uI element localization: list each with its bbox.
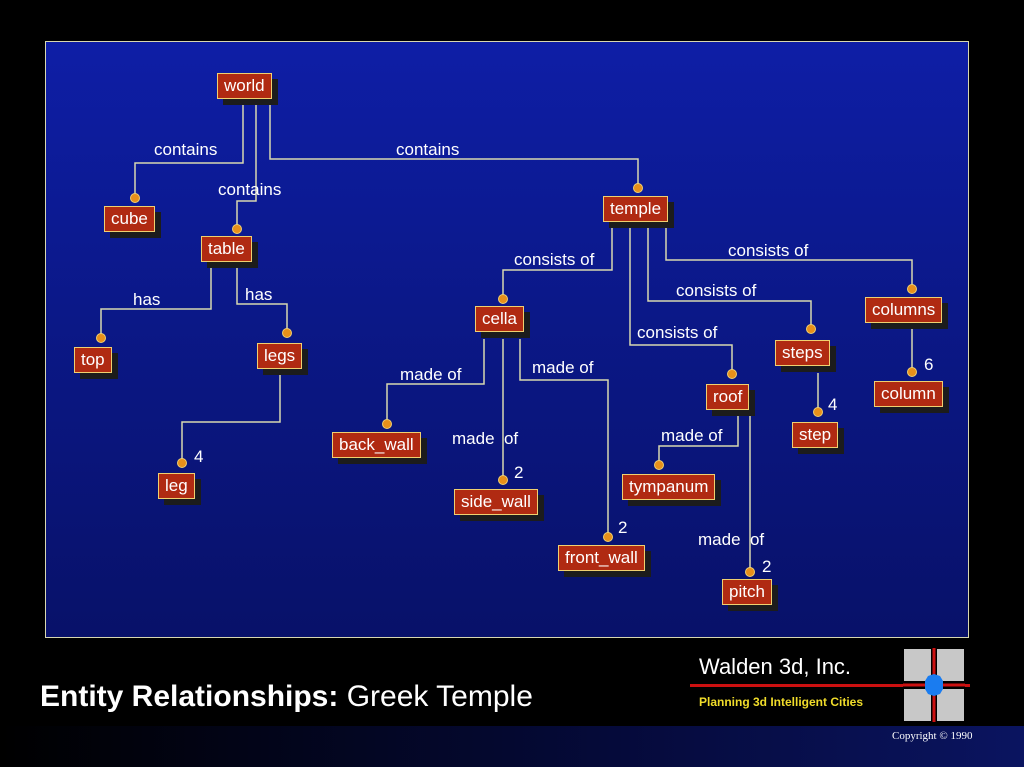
slide-title-bold: Entity Relationships: — [40, 680, 339, 713]
connector-dot-table — [232, 224, 242, 234]
slide-title: Entity Relationships: Greek Temple — [40, 680, 533, 714]
connector-dot-columns — [907, 284, 917, 294]
label-cella-front-wall: made of — [532, 358, 594, 377]
company-tagline: Planning 3d Intelligent Cities — [699, 695, 864, 709]
connector-dot-pitch — [745, 567, 755, 577]
link-temple-steps — [647, 228, 812, 327]
connector-dot-legs — [282, 328, 292, 338]
node-roof: roof — [706, 384, 750, 410]
link-temple-cella — [502, 228, 613, 297]
label-column-count: 6 — [924, 355, 934, 374]
connector-dot-step — [813, 407, 823, 417]
connector-dot-tympanum — [654, 460, 664, 470]
connector-dot-roof — [727, 369, 737, 379]
label-table-legs: has — [245, 285, 273, 304]
node-steps: steps — [775, 340, 830, 366]
link-world-table — [236, 104, 257, 227]
node-tympanum: tympanum — [622, 474, 716, 500]
link-legs-leg — [181, 374, 281, 461]
node-column: column — [874, 381, 943, 407]
label-step-count: 4 — [828, 395, 838, 414]
node-top: top — [74, 347, 112, 373]
label-world-temple: contains — [396, 140, 460, 159]
link-table-legs — [236, 268, 288, 331]
connector-dot-column — [907, 367, 917, 377]
connector-dot-side-wall — [498, 475, 508, 485]
label-leg-count: 4 — [194, 447, 204, 466]
link-world-temple — [269, 104, 639, 186]
node-pitch: pitch — [722, 579, 772, 605]
link-temple-roof — [629, 228, 733, 372]
label-cella-back-wall: made of — [400, 365, 462, 384]
node-back-wall: back_wall — [332, 432, 421, 458]
node-columns: columns — [865, 297, 943, 323]
node-table: table — [201, 236, 252, 262]
label-temple-roof: consists of — [637, 323, 718, 342]
label-pitch-count: 2 — [762, 557, 772, 576]
slide-title-rest: Greek Temple — [338, 680, 533, 713]
link-roof-tympanum — [658, 416, 739, 463]
label-roof-pitch: made of — [698, 530, 765, 549]
node-world: world — [217, 73, 272, 99]
node-leg: leg — [158, 473, 195, 499]
connector-dot-steps — [806, 324, 816, 334]
connector-dot-cube — [130, 193, 140, 203]
link-table-top — [100, 268, 212, 336]
label-temple-cella: consists of — [514, 250, 595, 269]
connector-dot-back-wall — [382, 419, 392, 429]
node-front-wall: front_wall — [558, 545, 645, 571]
label-world-table: contains — [218, 180, 282, 199]
company-logo — [903, 648, 965, 722]
company-name: Walden 3d, Inc. — [699, 654, 852, 679]
connector-dot-front-wall — [603, 532, 613, 542]
label-front-wall-count: 2 — [618, 518, 628, 537]
label-cella-side-wall: made of — [452, 429, 519, 448]
diagram-panel — [45, 41, 969, 638]
node-step: step — [792, 422, 839, 448]
label-roof-tympanum: made of — [661, 426, 723, 445]
label-world-cube: contains — [154, 140, 218, 159]
label-temple-steps: consists of — [676, 281, 757, 300]
link-cella-front-wall — [519, 339, 609, 535]
connector-dot-top — [96, 333, 106, 343]
copyright-text: Copyright © 1990 — [892, 730, 973, 742]
label-table-top: has — [133, 290, 161, 309]
label-temple-columns: consists of — [728, 241, 809, 260]
node-cella: cella — [475, 306, 524, 332]
link-world-cube — [134, 104, 244, 196]
node-temple: temple — [603, 196, 669, 222]
accent-line — [690, 684, 970, 687]
label-side-wall-count: 2 — [514, 463, 524, 482]
connector-dot-leg — [177, 458, 187, 468]
connector-dot-cella — [498, 294, 508, 304]
footer-band — [0, 726, 1024, 767]
link-temple-columns — [665, 228, 913, 287]
node-cube: cube — [104, 206, 155, 232]
node-legs: legs — [257, 343, 303, 369]
connector-dot-temple — [633, 183, 643, 193]
node-side-wall: side_wall — [454, 489, 538, 515]
link-cella-back-wall — [386, 339, 485, 422]
